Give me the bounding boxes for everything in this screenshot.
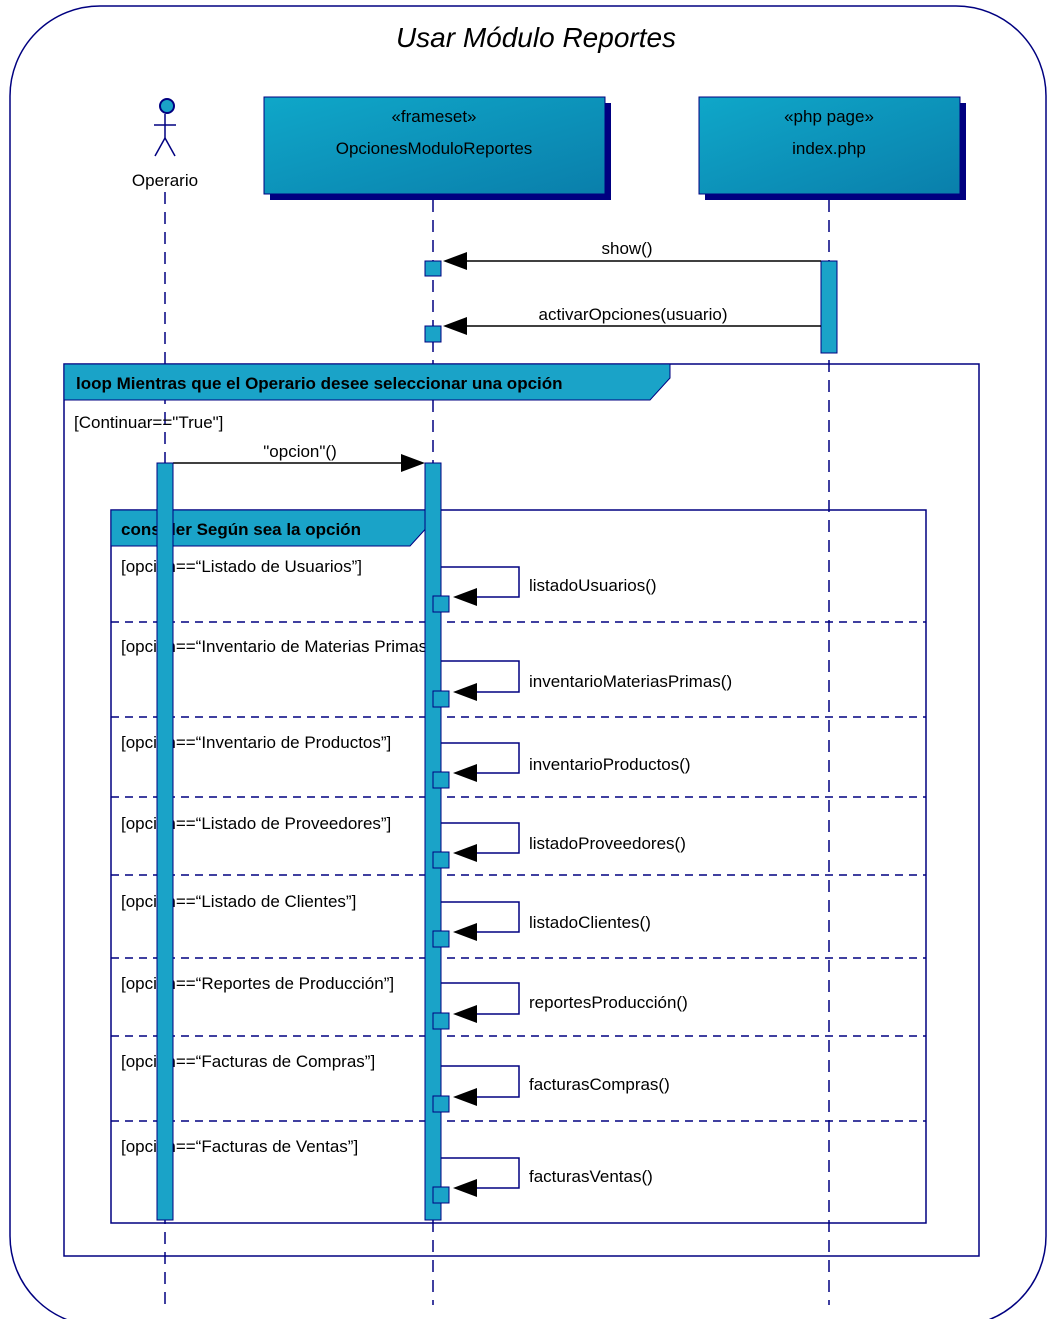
case-facturas-ventas: [opcion==“Facturas de Ventas”] facturasV… (121, 1137, 653, 1197)
arrowhead-icon (453, 683, 477, 701)
message-label: show() (601, 239, 652, 258)
case-guard: [opcion==“Facturas de Compras”] (121, 1052, 375, 1071)
arrowhead-icon (453, 1005, 477, 1023)
activation-operario (156, 462, 174, 1221)
activation-php-page (820, 260, 838, 354)
arrowhead-icon (453, 1179, 477, 1197)
arrowhead-icon (453, 1088, 477, 1106)
lifeline-stereotype: «php page» (784, 107, 874, 126)
case-message: facturasVentas() (529, 1167, 653, 1186)
consider-label-tab (110, 509, 431, 547)
lifeline-box-php-page: «php page» index.php (698, 96, 966, 200)
case-message: listadoClientes() (529, 913, 651, 932)
loop-fragment: loop Mientras que el Operario desee sele… (63, 363, 980, 1257)
case-message: listadoProveedores() (529, 834, 686, 853)
arrowhead-icon (453, 923, 477, 941)
consider-label: consider Según sea la opción (121, 520, 361, 539)
message-show: show() (443, 239, 821, 270)
message-label: activarOpciones(usuario) (539, 305, 728, 324)
activation-frameset (424, 325, 442, 343)
case-guard: [opcion==“Inventario de Productos”] (121, 733, 391, 752)
arrowhead-icon (443, 317, 467, 335)
case-listado-proveedores: [opcion==“Listado de Proveedores”] lista… (121, 814, 686, 862)
case-message: listadoUsuarios() (529, 576, 657, 595)
lifeline-stereotype: «frameset» (391, 107, 476, 126)
arrowhead-icon (453, 844, 477, 862)
case-guard: [opcion==“Inventario de Materias Primas”… (121, 637, 438, 656)
case-inventario-materias-primas: [opcion==“Inventario de Materias Primas”… (121, 637, 732, 701)
message-opcion: "opcion"() (173, 442, 425, 472)
arrowhead-icon (401, 454, 425, 472)
activation-frameset (424, 260, 442, 277)
diagram-frame (9, 5, 1047, 1319)
case-facturas-compras: [opcion==“Facturas de Compras”] facturas… (121, 1052, 670, 1106)
case-message: inventarioMateriasPrimas() (529, 672, 732, 691)
case-message: reportesProducción() (529, 993, 688, 1012)
actor-operario: Operario (132, 98, 198, 190)
arrowhead-icon (443, 252, 467, 270)
loop-guard: [Continuar=="True"] (74, 413, 223, 432)
actor-label: Operario (132, 171, 198, 190)
case-guard: [opcion==“Reportes de Producción”] (121, 974, 394, 993)
message-label: "opcion"() (263, 442, 337, 461)
lifeline-name: index.php (792, 139, 866, 158)
case-guard: [opcion==“Listado de Proveedores”] (121, 814, 391, 833)
lifeline-box-frameset: «frameset» OpcionesModuloReportes (263, 96, 611, 200)
diagram-title: Usar Módulo Reportes (396, 22, 676, 53)
case-guard: [opcion==“Listado de Clientes”] (121, 892, 356, 911)
message-activar-opciones: activarOpciones(usuario) (443, 305, 821, 335)
case-guard: [opcion==“Facturas de Ventas”] (121, 1137, 358, 1156)
case-guard: [opcion==“Listado de Usuarios”] (121, 557, 362, 576)
arrowhead-icon (453, 588, 477, 606)
arrowhead-icon (453, 764, 477, 782)
consider-fragment: consider Según sea la opción (110, 509, 927, 1224)
case-reportes-produccion: [opcion==“Reportes de Producción”] repor… (121, 974, 688, 1023)
case-message: facturasCompras() (529, 1075, 670, 1094)
self-call-activations (432, 595, 450, 1204)
case-message: inventarioProductos() (529, 755, 691, 774)
loop-label-tab (63, 363, 671, 401)
case-inventario-productos: [opcion==“Inventario de Productos”] inve… (121, 733, 691, 782)
loop-label: loop Mientras que el Operario desee sele… (76, 374, 563, 393)
case-listado-clientes: [opcion==“Listado de Clientes”] listadoC… (121, 892, 651, 941)
case-listado-usuarios: [opcion==“Listado de Usuarios”] listadoU… (121, 557, 657, 606)
lifeline-name: OpcionesModuloReportes (336, 139, 533, 158)
case-separators (111, 621, 926, 1122)
activation-frameset-main (424, 462, 442, 1221)
actor-head-icon (159, 98, 175, 114)
